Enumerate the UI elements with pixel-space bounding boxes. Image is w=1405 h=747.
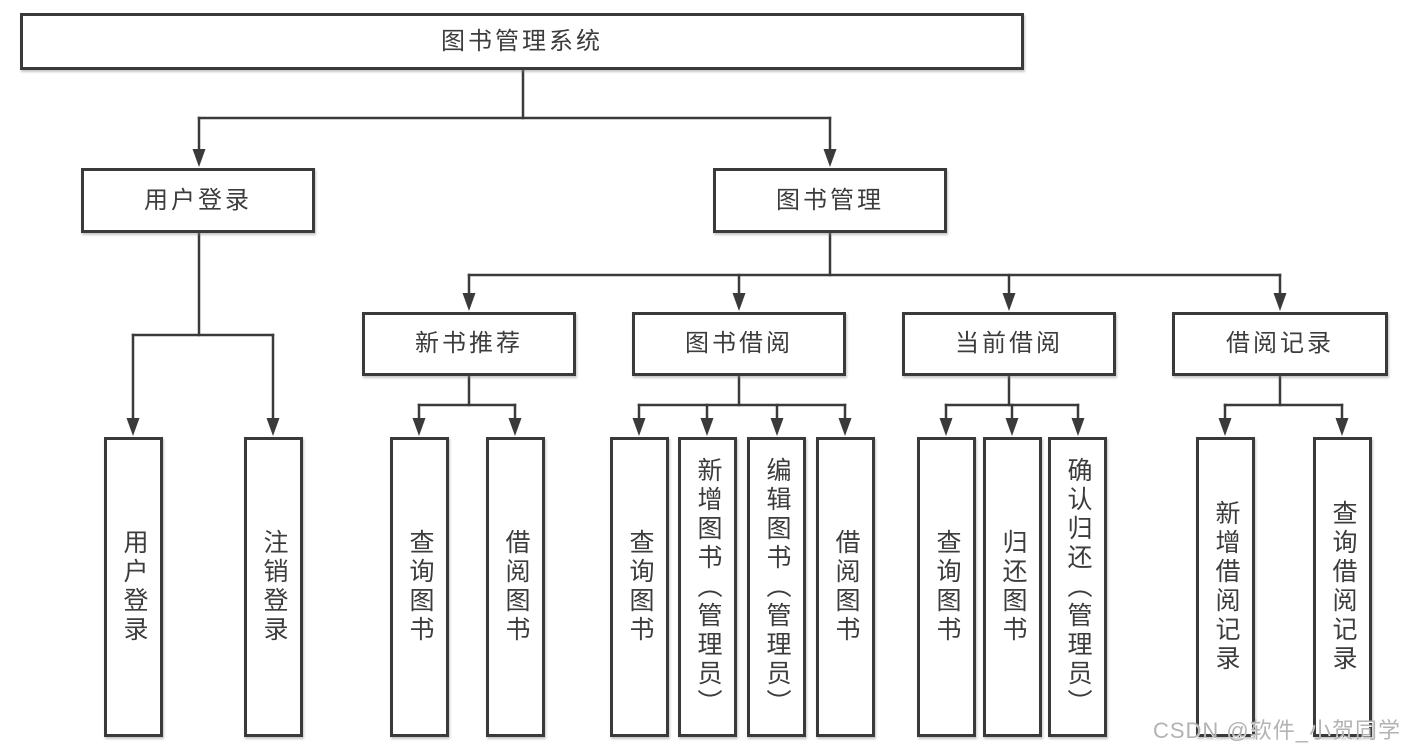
node-label: 借阅记录	[1226, 330, 1334, 357]
leaf-current-query-books: 查询图书	[917, 437, 976, 737]
node-user-login: 用户登录	[81, 168, 315, 233]
node-label: 用户登录	[144, 186, 252, 214]
leaf-user-login: 用户登录	[104, 437, 163, 737]
csdn-watermark: CSDN @软件_小贺同学	[1152, 718, 1401, 743]
node-label: 查询图书	[406, 529, 434, 645]
leaf-borrowing-edit-book-admin: 编辑图书（管理员）	[747, 437, 806, 737]
leaf-borrowing-borrow-books: 借阅图书	[816, 437, 875, 737]
node-label: 图书管理系统	[441, 27, 603, 55]
node-label: 注销登录	[260, 529, 288, 645]
node-label: 借阅图书	[832, 529, 860, 645]
node-book-borrowing: 图书借阅	[632, 312, 846, 376]
leaf-current-confirm-return-admin: 确认归还（管理员）	[1048, 437, 1107, 737]
leaf-borrowing-query-books: 查询图书	[610, 437, 669, 737]
leaf-logout: 注销登录	[244, 437, 303, 737]
node-label: 用户登录	[120, 529, 148, 645]
node-label: 查询图书	[626, 529, 654, 645]
node-label: 确认归还（管理员）	[1064, 456, 1092, 718]
node-label: 新书推荐	[415, 330, 523, 357]
leaf-borrowing-add-book-admin: 新增图书（管理员）	[678, 437, 737, 737]
node-book-management: 图书管理	[713, 168, 947, 233]
node-current-borrowing: 当前借阅	[902, 312, 1116, 376]
node-label: 当前借阅	[955, 330, 1063, 357]
leaf-current-return-books: 归还图书	[983, 437, 1042, 737]
node-label: 新增借阅记录	[1212, 500, 1240, 674]
node-label: 编辑图书（管理员）	[763, 456, 791, 718]
leaf-records-query-borrow-record: 查询借阅记录	[1313, 437, 1372, 737]
node-label: 借阅图书	[502, 529, 530, 645]
leaf-newbooks-query-books: 查询图书	[390, 437, 449, 737]
node-library-management-system: 图书管理系统	[20, 13, 1024, 70]
node-label: 查询图书	[933, 529, 961, 645]
node-label: 新增图书（管理员）	[694, 456, 722, 718]
node-label: 归还图书	[999, 529, 1027, 645]
node-label: 图书管理	[776, 186, 884, 214]
node-borrowing-records: 借阅记录	[1172, 312, 1388, 376]
leaf-records-add-borrow-record: 新增借阅记录	[1196, 437, 1255, 737]
leaf-newbooks-borrow-books: 借阅图书	[486, 437, 545, 737]
node-label: 图书借阅	[685, 330, 793, 357]
node-label: 查询借阅记录	[1329, 500, 1357, 674]
node-new-book-recommendation: 新书推荐	[362, 312, 576, 376]
